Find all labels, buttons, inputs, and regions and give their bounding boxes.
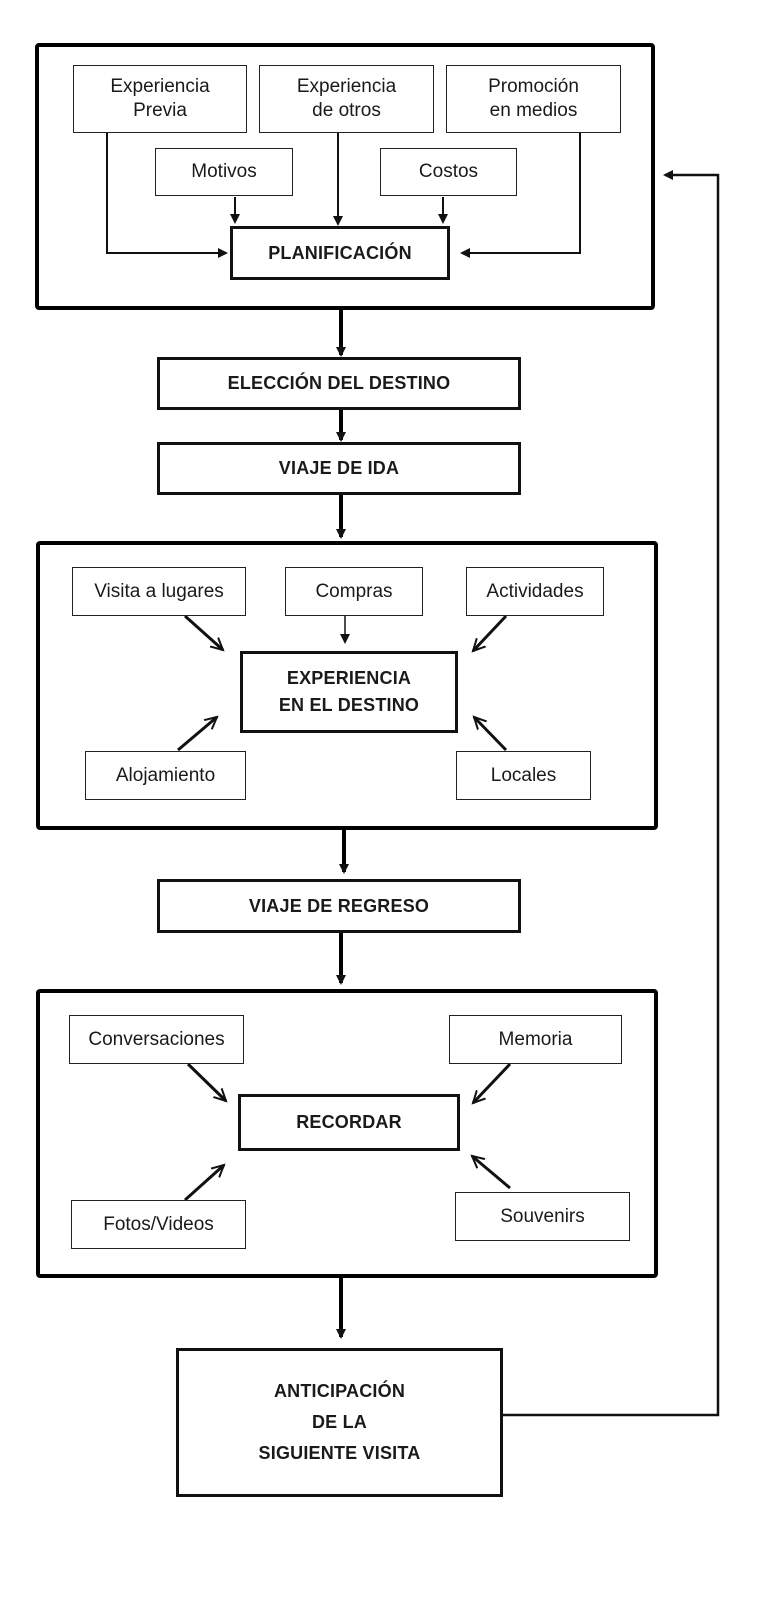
promocion-medios-label: Promoción en medios <box>488 76 579 121</box>
arrow-souvenirs-recordar <box>472 1156 511 1190</box>
fotos-videos-box: Fotos/Videos <box>71 1200 246 1249</box>
souvenirs-box: Souvenirs <box>455 1192 630 1241</box>
costos-label: Costos <box>418 161 479 182</box>
costos-box: Costos <box>380 148 517 196</box>
alojamiento-label: Alojamiento <box>115 764 216 786</box>
experiencia-destino-box: EXPERIENCIA EN EL DESTINO <box>240 651 458 733</box>
compras-label: Compras <box>315 580 393 602</box>
destination-section-frame <box>36 541 658 830</box>
anticipacion-label: ANTICIPACIÓN DE LA SIGUIENTE VISITA <box>258 1381 421 1463</box>
locales-box: Locales <box>456 751 591 800</box>
viaje-ida-box: VIAJE DE IDA <box>157 442 521 495</box>
planificacion-label: PLANIFICACIÓN <box>268 242 412 263</box>
recordar-label: RECORDAR <box>296 1112 402 1132</box>
eleccion-destino-label: ELECCIÓN DEL DESTINO <box>227 373 451 393</box>
remembering-section-frame <box>36 989 658 1278</box>
eleccion-destino-box: ELECCIÓN DEL DESTINO <box>157 357 521 410</box>
feedback-loop-arrow <box>503 170 720 1417</box>
motivos-label: Motivos <box>191 161 257 182</box>
locales-label: Locales <box>490 764 557 786</box>
anticipacion-box: ANTICIPACIÓN DE LA SIGUIENTE VISITA <box>176 1348 503 1497</box>
viaje-regreso-box: VIAJE DE REGRESO <box>157 879 521 933</box>
actividades-label: Actividades <box>486 580 584 602</box>
arrow-previa-planificacion <box>106 132 228 258</box>
alojamiento-box: Alojamiento <box>85 751 246 800</box>
viaje-regreso-label: VIAJE DE REGRESO <box>248 895 430 916</box>
viaje-ida-label: VIAJE DE IDA <box>278 458 400 478</box>
experiencia-otros-label: Experiencia de otros <box>296 76 397 121</box>
arrow-visita-experiencia <box>183 614 223 650</box>
planificacion-box: PLANIFICACIÓN <box>230 226 450 280</box>
souvenirs-label: Souvenirs <box>500 1205 585 1227</box>
experiencia-otros-box: Experiencia de otros <box>259 65 434 133</box>
arrow-fotos-recordar <box>183 1165 224 1202</box>
conversaciones-box: Conversaciones <box>69 1015 244 1064</box>
arrow-actividades-experiencia <box>473 614 508 651</box>
experiencia-destino-label: EXPERIENCIA EN EL DESTINO <box>278 668 420 715</box>
planning-section-frame <box>35 43 655 310</box>
motivos-box: Motivos <box>155 148 293 196</box>
arrow-locales-experiencia <box>474 717 508 752</box>
experiencia-previa-label: Experiencia Previa <box>110 76 210 121</box>
experiencia-previa-box: Experiencia Previa <box>73 65 247 133</box>
actividades-box: Actividades <box>466 567 604 616</box>
recordar-box: RECORDAR <box>238 1094 460 1151</box>
compras-box: Compras <box>285 567 423 616</box>
memoria-label: Memoria <box>498 1028 573 1050</box>
arrow-memoria-recordar <box>473 1062 512 1103</box>
visita-lugares-label: Visita a lugares <box>94 580 224 602</box>
fotos-videos-label: Fotos/Videos <box>103 1213 214 1235</box>
arrow-alojamiento-experiencia <box>177 717 217 752</box>
visita-lugares-box: Visita a lugares <box>72 567 246 616</box>
arrow-conversaciones-recordar <box>186 1062 226 1101</box>
conversaciones-label: Conversaciones <box>88 1028 225 1050</box>
arrow-promocion-planificacion <box>460 132 581 258</box>
memoria-box: Memoria <box>449 1015 622 1064</box>
promocion-medios-box: Promoción en medios <box>446 65 621 133</box>
